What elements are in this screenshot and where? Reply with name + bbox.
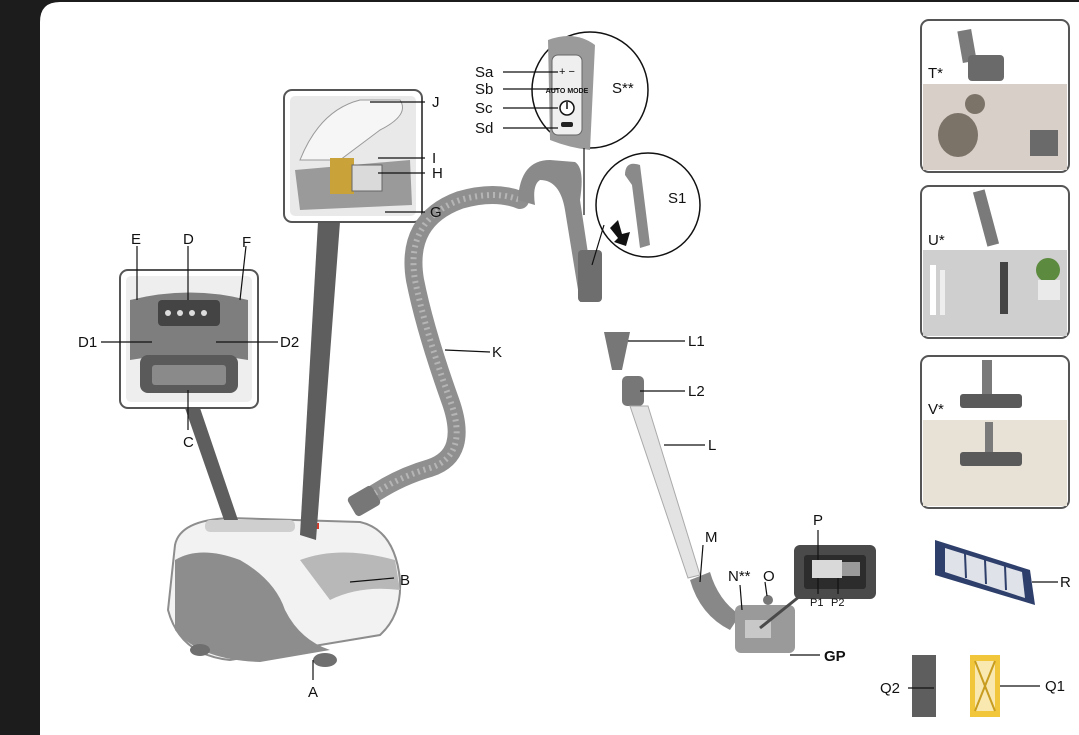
label-sa: Sa [475,64,494,81]
label-t: T* [928,65,943,82]
handle [518,160,602,302]
label-sb: Sb [475,81,493,98]
tube [604,332,701,579]
label-r: R [1060,574,1071,591]
label-d: D [183,231,194,248]
filter-r [935,540,1035,605]
label-s: S** [612,80,634,97]
label-j: J [432,94,440,111]
label-c: C [183,434,194,451]
s1-zoom-circle [591,152,701,266]
hose-connector [347,485,381,517]
label-f: F [242,234,251,251]
label-l: L [708,437,716,454]
label-b: B [400,572,410,589]
label-o: O [763,568,775,585]
label-l2: L2 [688,383,705,400]
label-a: A [308,684,318,701]
label-e: E [131,231,141,248]
labels: B A C D E F D1 D2 J I H G K L1 L2 L M N*… [78,64,1071,701]
accessory-t [920,19,1070,173]
label-p: P [813,512,823,529]
label-gp: GP [824,648,846,665]
arrows-icon [610,220,630,246]
nozzle-inset [759,545,876,630]
label-v: V* [928,401,944,418]
label-d2: D2 [280,334,299,351]
plus-minus-button: + − [559,66,575,78]
floor-nozzle [690,572,795,653]
panel-detail [119,269,259,409]
lid-detail [283,89,423,223]
vacuum-body [166,516,402,667]
label-h: H [432,165,443,182]
zoom-wedge-top [300,222,340,540]
label-g: G [430,204,442,221]
auto-mode-label: AUTO MODE [546,88,589,95]
accessory-v [920,355,1070,509]
label-q2: Q2 [880,680,900,697]
leader-lines [101,71,1058,689]
label-p2: P2 [831,597,844,609]
accessory-u [920,185,1070,339]
zoom-wedge-front [185,408,238,520]
label-sd: Sd [475,120,493,137]
label-n: N** [728,568,751,585]
label-s1: S1 [668,190,686,207]
label-l1: L1 [688,333,705,350]
handle-zoom-circle: + − AUTO MODE [531,31,649,215]
label-sc: Sc [475,100,493,117]
label-i: I [432,150,436,167]
label-p1: P1 [810,597,823,609]
filter-q2 [912,655,936,717]
label-k: K [492,344,502,361]
label-q1: Q1 [1045,678,1065,695]
label-d1: D1 [78,334,97,351]
label-m: M [705,529,718,546]
filter-q1 [970,655,1000,717]
label-u: U* [928,232,945,249]
